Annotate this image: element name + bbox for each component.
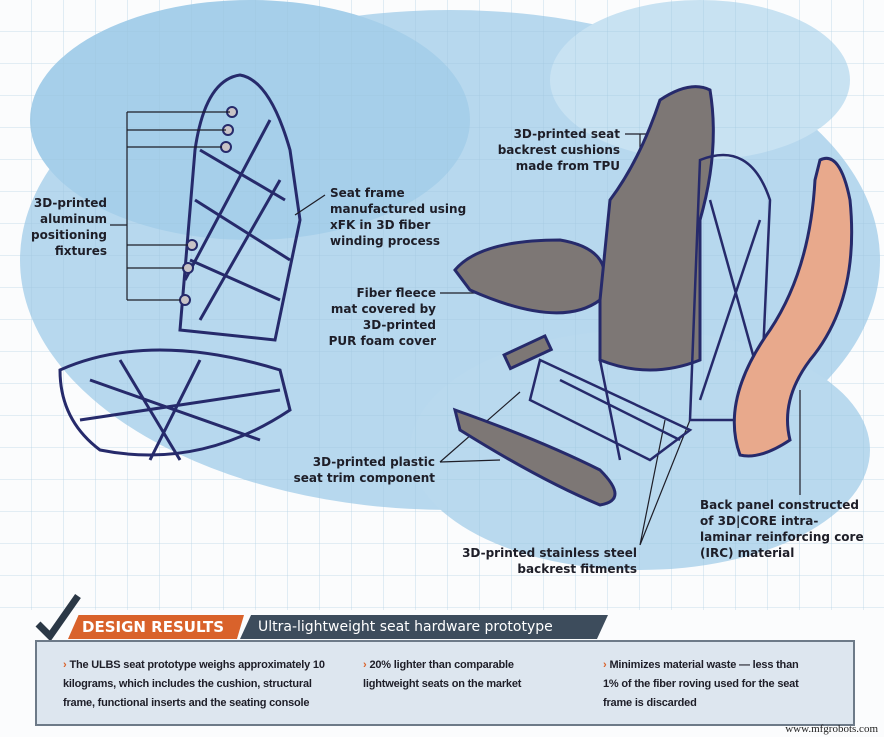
checkmark-icon (35, 593, 81, 642)
chevron-right-icon: › (603, 659, 607, 671)
label-backrest-fitments: 3D-printed stainless steel backrest fitm… (462, 546, 637, 576)
design-results-subheading: Ultra-lightweight seat hardware prototyp… (240, 615, 608, 639)
seat-trim (452, 333, 617, 507)
result-item: ›20% lighter than comparable lightweight… (363, 659, 522, 690)
result-item: ›The ULBS seat prototype weighs approxim… (63, 659, 325, 709)
chevron-right-icon: › (363, 659, 367, 671)
wireframe-seat-frame (58, 73, 302, 461)
label-seat-frame: Seat frame manufactured using xFK in 3D … (330, 186, 467, 248)
design-results-heading: DESIGN RESULTS (68, 615, 244, 639)
watermark: www.mfgrobots.com (785, 723, 878, 735)
label-back-panel: Back panel constructed of 3D|CORE intra-… (700, 498, 864, 560)
label-positioning-fixtures: 3D-printed aluminum positioning fixtures (31, 196, 107, 258)
label-backrest-cushions: 3D-printed seat backrest cushions made f… (497, 127, 620, 173)
results-box: ›The ULBS seat prototype weighs approxim… (35, 640, 855, 726)
seat-cushion (453, 85, 715, 372)
fixture-dots (179, 106, 238, 306)
chevron-right-icon: › (63, 659, 67, 671)
result-item: ›Minimizes material waste — less than 1%… (603, 659, 799, 709)
wireframe-frame-right (528, 153, 772, 462)
back-panel (732, 157, 854, 458)
label-seat-trim: 3D-printed plastic seat trim component (293, 455, 435, 485)
label-fiber-fleece: Fiber fleece mat covered by 3D-printed P… (328, 286, 436, 348)
